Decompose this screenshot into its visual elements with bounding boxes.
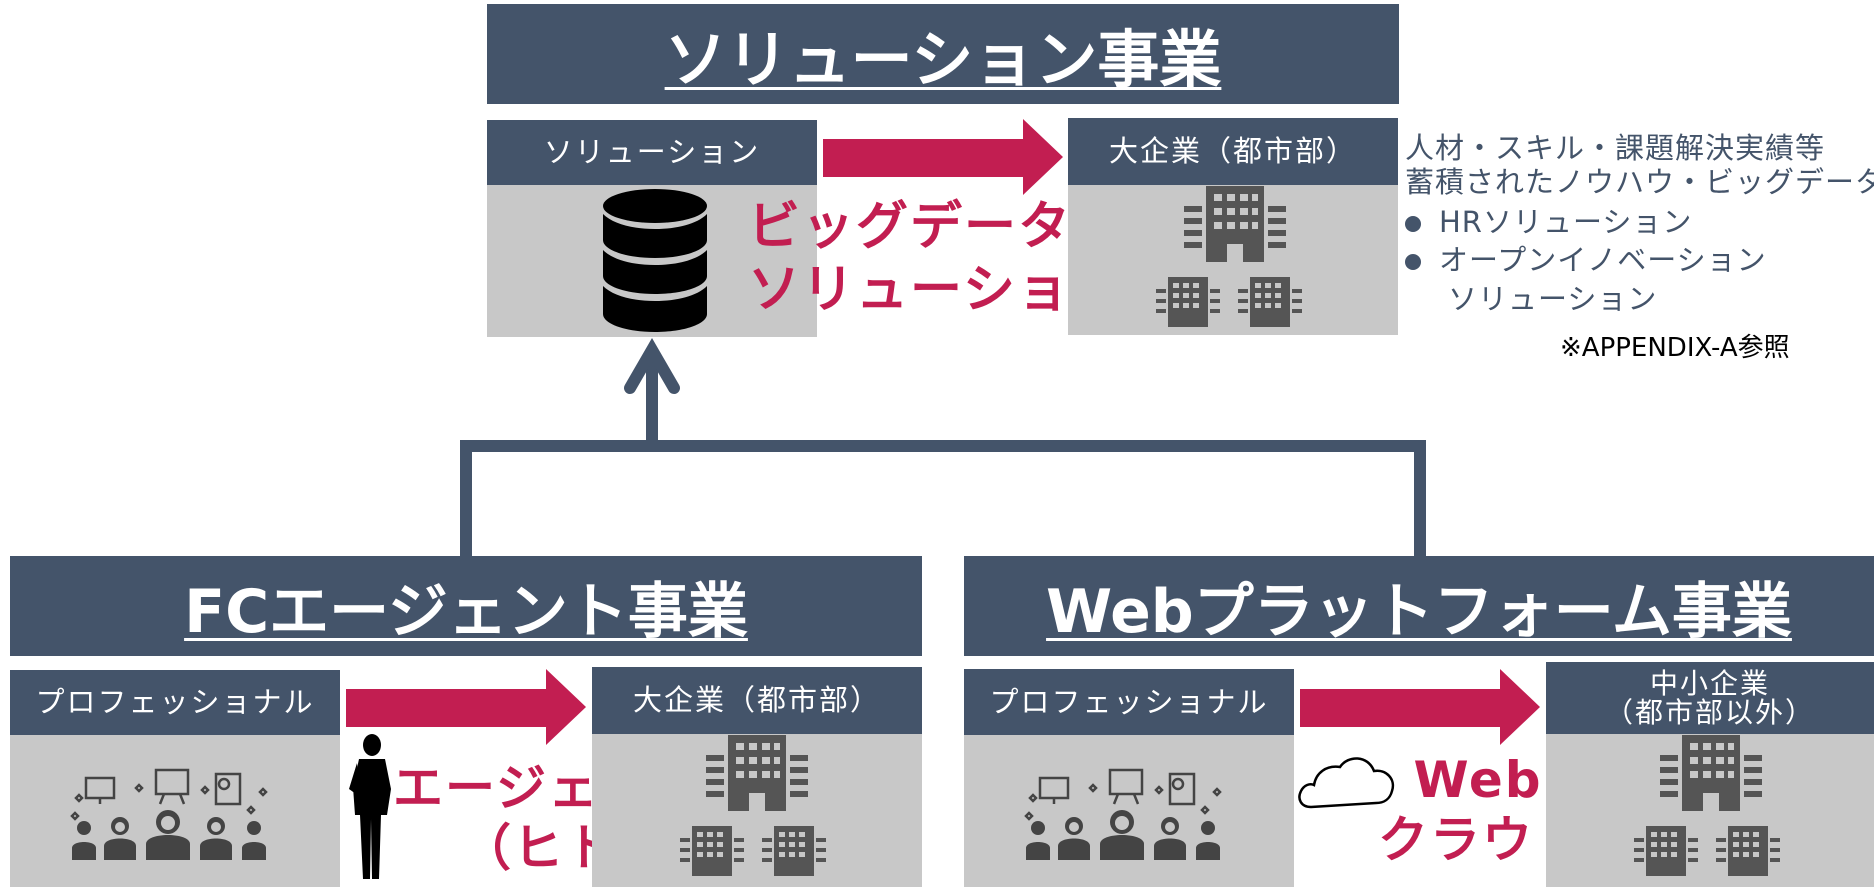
web-target-header: 中小企業 （都市部以外） <box>1546 662 1874 734</box>
web-platform-business-title: Webプラットフォーム事業 <box>964 556 1874 656</box>
appendix-reference: ※APPENDIX-A参照 <box>1560 333 1790 363</box>
building-icon <box>680 826 826 876</box>
building-icon <box>1184 186 1286 262</box>
web-source-panel <box>964 735 1294 887</box>
web-source-header: プロフェッショナル <box>964 669 1294 735</box>
solution-note-bullet: HRソリューション <box>1405 199 1692 241</box>
building-icon <box>1156 277 1302 327</box>
businessman-icon <box>349 734 391 879</box>
web-flow-arrow <box>1300 669 1540 745</box>
solution-source-header: ソリューション <box>487 120 817 185</box>
fc-target-header: 大企業（都市部） <box>592 667 922 734</box>
solution-target-header: 大企業（都市部） <box>1068 118 1398 185</box>
web-flow-label: Web クラウド <box>1378 751 1586 869</box>
solution-note-line2: 蓄積されたノウハウ・ビッグデータ <box>1405 165 1874 199</box>
people-icon <box>1024 768 1222 860</box>
building-icon <box>1634 826 1780 876</box>
solution-note-bullet: オープンイノベーション <box>1405 237 1767 279</box>
building-icon <box>1660 735 1762 811</box>
cloud-icon <box>1298 757 1395 809</box>
solution-note-bullet-cont: ソリューション <box>1448 282 1658 316</box>
database-icon <box>603 189 707 332</box>
building-icon <box>706 735 808 811</box>
fc-agent-business-title: FCエージェント事業 <box>10 556 922 656</box>
people-icon <box>70 768 268 860</box>
fc-flow-arrow <box>346 669 586 745</box>
solution-business-title: ソリューション事業 <box>487 4 1399 104</box>
bullet-dot-icon <box>1405 216 1421 232</box>
fc-source-panel <box>10 735 340 887</box>
fc-source-header: プロフェッショナル <box>10 670 340 735</box>
solution-note-line1: 人材・スキル・課題解決実績等 <box>1405 131 1826 165</box>
bullet-dot-icon <box>1405 254 1421 270</box>
solution-flow-arrow <box>823 119 1063 195</box>
